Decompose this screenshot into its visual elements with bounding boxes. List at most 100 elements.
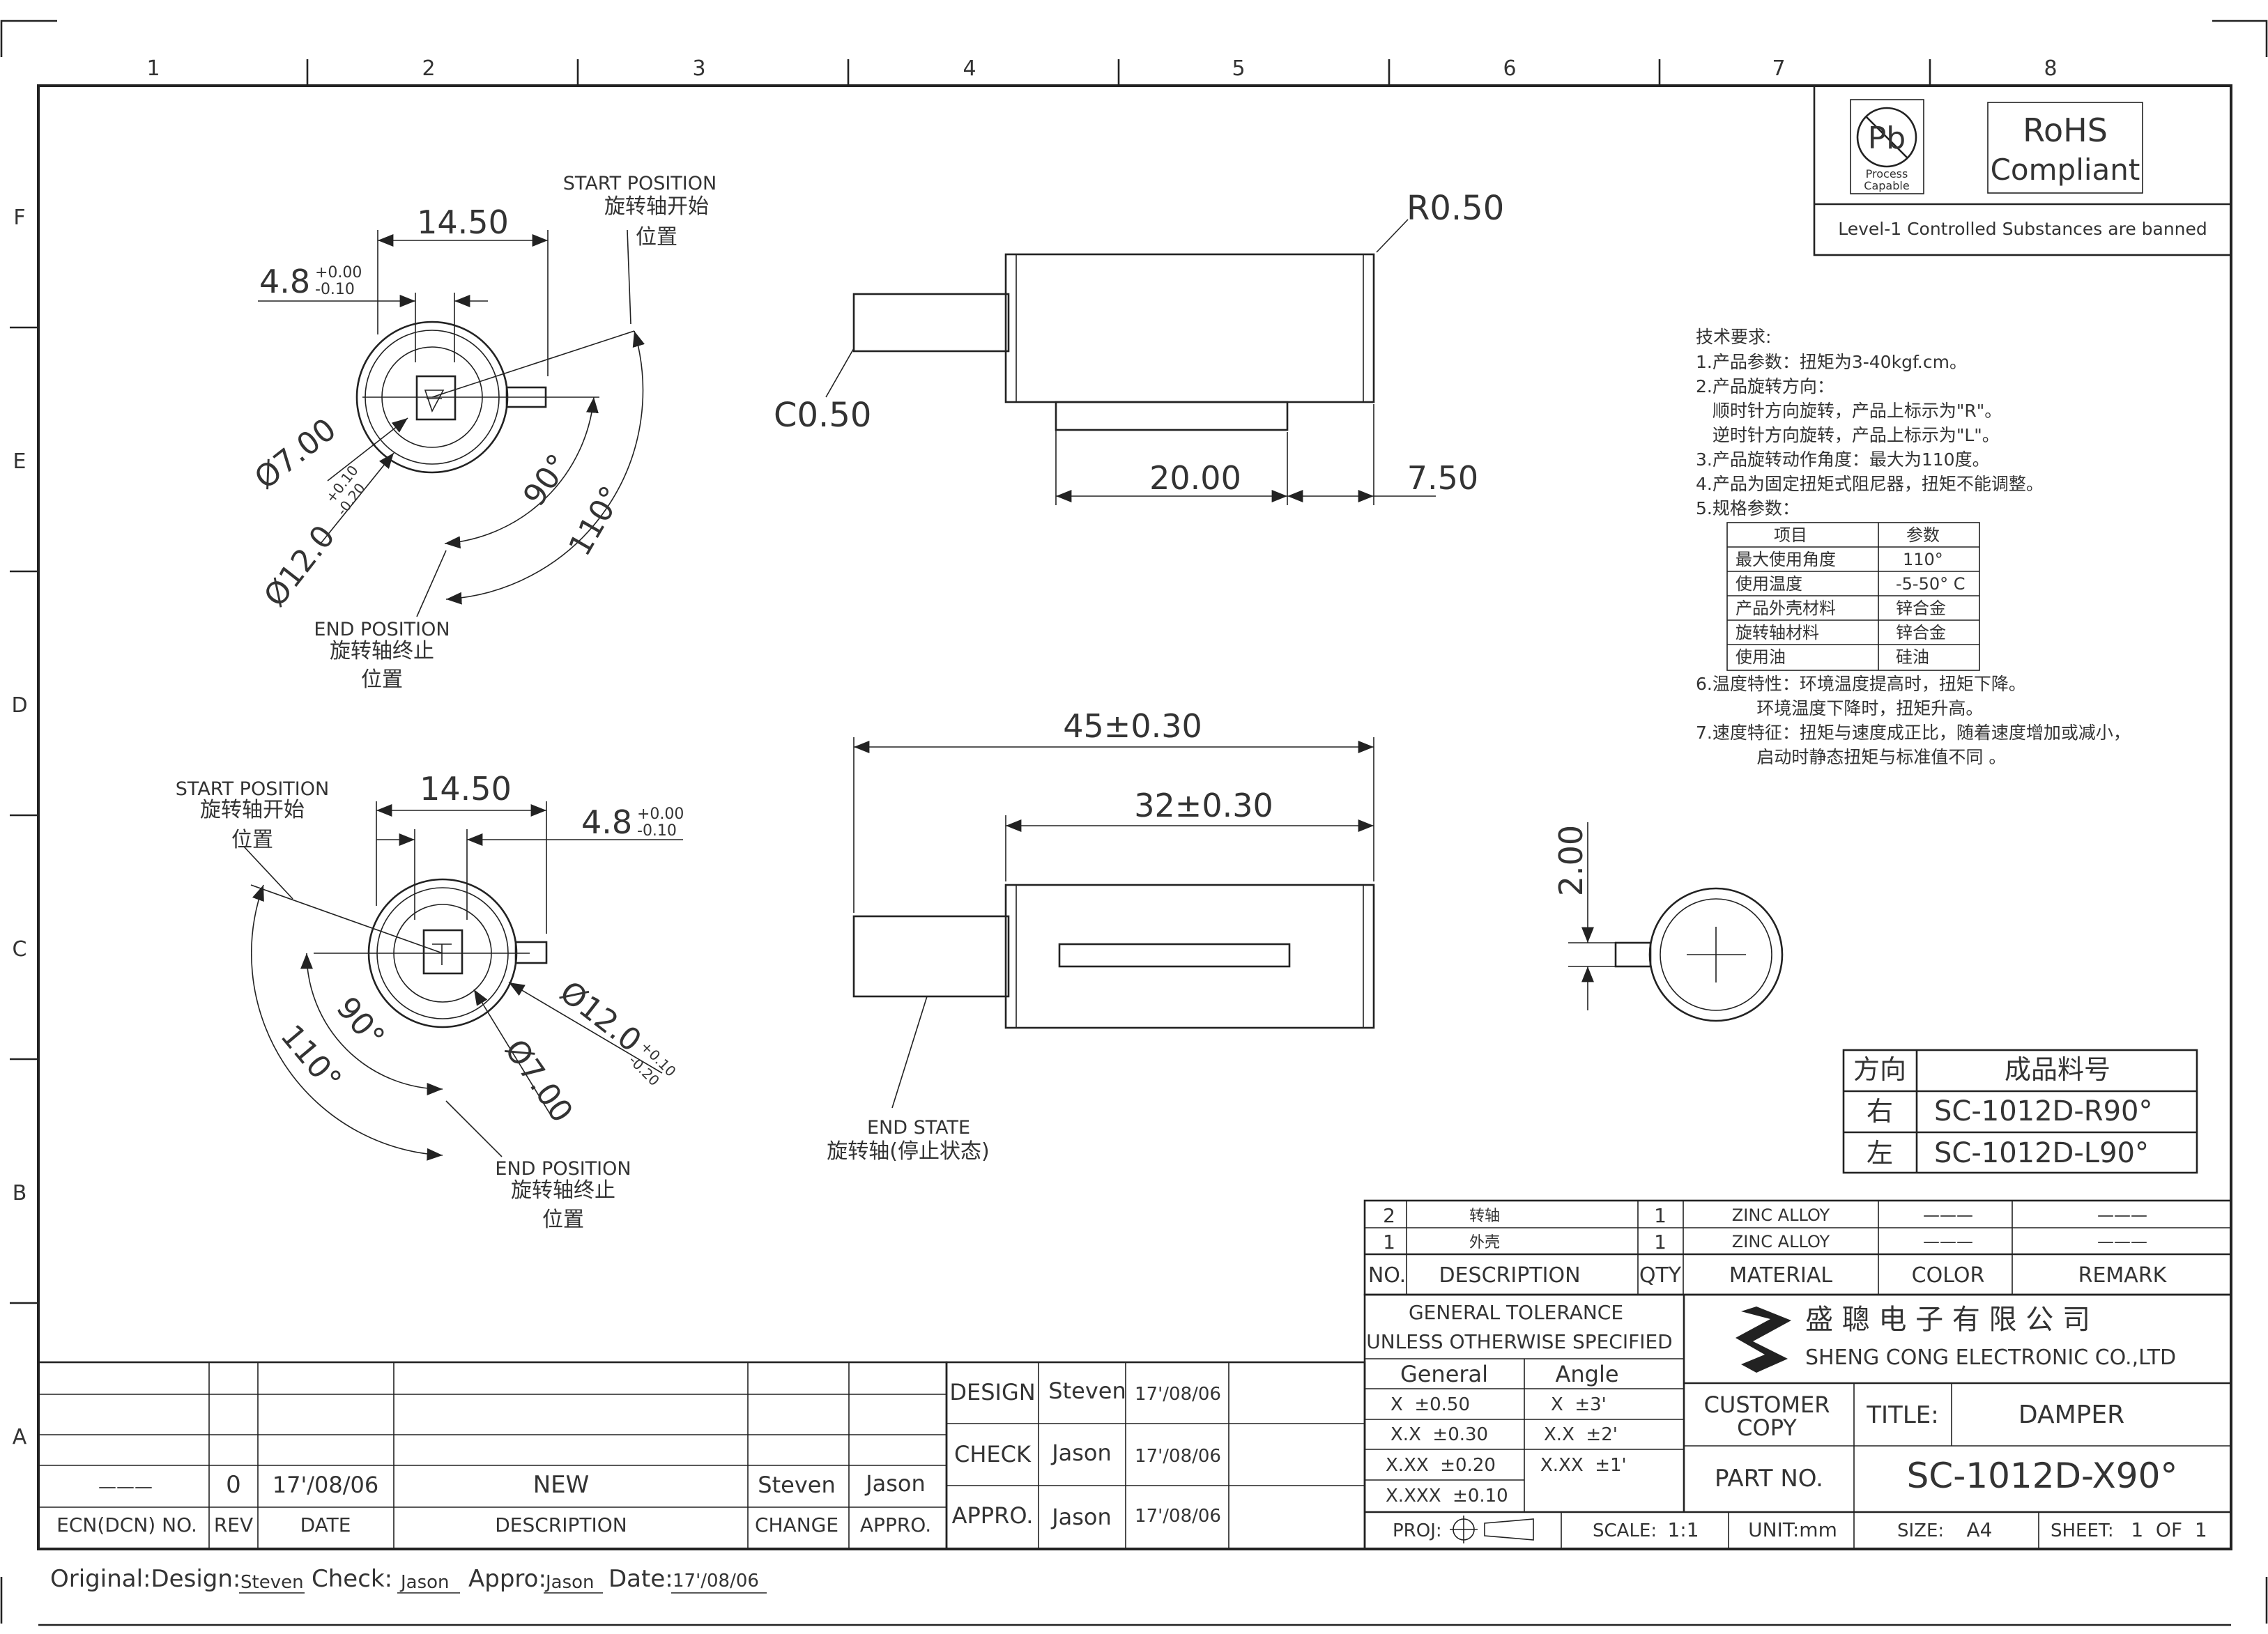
end-position-label: END POSITION xyxy=(314,619,450,640)
scale-label: SCALE: xyxy=(1593,1520,1657,1541)
direction-table: 方向 成品料号 右 SC-1012D-R90° 左 SC-1012D-L90° xyxy=(1842,1049,2198,1174)
spec-row-3-k: 产品外壳材料 xyxy=(1736,599,1836,618)
part-no-label: PART NO. xyxy=(1715,1465,1823,1493)
footer-design-label: Original:Design: xyxy=(50,1565,240,1593)
tolerance-title-1: GENERAL TOLERANCE xyxy=(1409,1301,1623,1324)
approval-role-1: DESIGN xyxy=(949,1379,1035,1405)
footer-check-label: Check: xyxy=(312,1565,392,1593)
dim-key-label: 4.8 xyxy=(259,263,310,300)
tol-g-1: X ±0.50 xyxy=(1390,1394,1470,1415)
grid-row-f: F xyxy=(13,206,25,230)
rev-h-change: CHANGE xyxy=(755,1513,838,1536)
end-position-cn1-2: 旋转轴终止 xyxy=(511,1178,615,1203)
req-item-5: 3.产品旋转动作角度：最大为110度。 xyxy=(1696,449,1990,470)
req-item-10: 7.速度特征：扭矩与速度成正比，随着速度增加或减小， xyxy=(1696,723,2131,743)
angle-110-label-2: 110° xyxy=(273,1018,348,1097)
req-heading: 技术要求: xyxy=(1696,327,1771,347)
req-item-3: 顺时针方向旋转，产品上标示为"R"。 xyxy=(1696,401,2002,421)
end-position-cn2: 位置 xyxy=(361,668,403,692)
grid-row-e: E xyxy=(13,449,26,474)
dir-row-2-dir: 左 xyxy=(1867,1138,1893,1169)
footer-date-label: Date: xyxy=(608,1565,673,1593)
rev-description: NEW xyxy=(533,1471,590,1499)
bom-h-desc: DESCRIPTION xyxy=(1439,1263,1580,1288)
dia-inner-label-2: Ø7.00 xyxy=(498,1033,580,1129)
angle-110-label: 110° xyxy=(562,480,629,562)
dim-key-tol-minus-2: -0.10 xyxy=(637,822,677,840)
angle-90-label-2: 90° xyxy=(329,990,391,1055)
pb-note-2: Capable xyxy=(1864,179,1909,192)
end-view-dim-label: 2.00 xyxy=(1552,825,1590,896)
grid-row-a: A xyxy=(13,1425,27,1449)
bom-r2-no: 1 xyxy=(1383,1231,1395,1254)
dim-width-label: 14.50 xyxy=(417,203,509,241)
bom-h-mat: MATERIAL xyxy=(1729,1263,1833,1288)
bom-h-qty: QTY xyxy=(1639,1263,1682,1288)
rohs-title: RoHS xyxy=(2023,111,2108,149)
company-name-en: SHENG CONG ELECTRONIC CO.,LTD xyxy=(1805,1346,2176,1370)
grid-row-d: D xyxy=(11,693,27,718)
bom-r2-mat: ZINC ALLOY xyxy=(1732,1232,1830,1251)
approval-date-3: 17'/08/06 xyxy=(1135,1506,1221,1527)
start-position-cn1-2: 旋转轴开始 xyxy=(200,798,305,822)
approval-block: DESIGN Steven 17'/08/06 CHECK Jason 17'/… xyxy=(945,1361,1366,1550)
bom-h-color: COLOR xyxy=(1912,1263,1985,1288)
grid-col-4: 4 xyxy=(963,56,976,81)
general-label: General xyxy=(1400,1361,1488,1387)
footer-date-value: 17'/08/06 xyxy=(673,1571,759,1591)
grid-col-1: 1 xyxy=(146,56,160,81)
footer-line: Original:Design: Steven Check: Jason App… xyxy=(50,1565,767,1594)
grid-columns: 1 2 3 4 5 6 7 8 xyxy=(146,56,2058,86)
start-position-cn2: 位置 xyxy=(636,225,677,249)
bom-h-remark: REMARK xyxy=(2078,1263,2168,1288)
req-item-6: 4.产品为固定扭矩式阻尼器，扭矩不能调整。 xyxy=(1696,474,2044,494)
spec-row-3-v: 锌合金 xyxy=(1896,599,1946,618)
spec-row-5-v: 硅油 xyxy=(1896,647,1929,667)
rohs-subtitle: Compliant xyxy=(1991,153,2140,187)
top-left-end-view: 14.50 4.8 +0.00 -0.10 Ø7.00 Ø12.0 +0.10 … xyxy=(248,173,717,692)
dim-key-tol-minus: -0.10 xyxy=(315,281,355,298)
grid-col-3: 3 xyxy=(692,56,705,81)
end-state-label: END STATE xyxy=(867,1117,970,1139)
tolerance-title-2: UNLESS OTHERWISE SPECIFIED xyxy=(1366,1330,1672,1353)
end-state-cn: 旋转轴(停止状态) xyxy=(827,1139,989,1164)
rev-number: 0 xyxy=(226,1471,241,1499)
grid-row-b: B xyxy=(13,1181,27,1205)
radius-label: R0.50 xyxy=(1407,189,1504,228)
rev-h-appro: APPRO. xyxy=(860,1513,931,1536)
crop-marks xyxy=(0,20,2268,1624)
grid-col-2: 2 xyxy=(422,56,435,81)
approval-role-2: CHECK xyxy=(954,1441,1032,1467)
spec-row-2-v: -5-50° C xyxy=(1896,574,1966,594)
rev-date: 17'/08/06 xyxy=(273,1472,379,1498)
proj-label: PROJ: xyxy=(1393,1520,1442,1541)
bom-r2-desc: 外壳 xyxy=(1469,1234,1500,1251)
top-side-view: 20.00 7.50 R0.50 C0.50 xyxy=(774,189,1504,505)
spec-row-4-k: 旋转轴材料 xyxy=(1736,623,1819,642)
body-length-label: 32±0.30 xyxy=(1134,787,1273,824)
sheet-label: SHEET: xyxy=(2051,1520,2114,1541)
req-item-2: 2.产品旋转方向： xyxy=(1696,376,1834,396)
footer-appro-value: Jason xyxy=(544,1572,595,1593)
approval-name-1: Steven xyxy=(1048,1378,1126,1404)
footer-check-value: Jason xyxy=(399,1572,450,1593)
pb-free-icon xyxy=(1856,107,1917,168)
grid-row-c: C xyxy=(13,937,27,962)
req-item-7: 5.规格参数： xyxy=(1696,498,1800,518)
rev-appro: Jason xyxy=(864,1470,926,1497)
bom-table: 2 转轴 1 ZINC ALLOY ——— ——— 1 外壳 1 ZINC AL… xyxy=(1363,1199,2232,1296)
tol-g-2: X.X ±0.30 xyxy=(1390,1424,1488,1445)
bom-h-no: NO. xyxy=(1368,1263,1406,1288)
chamfer-label: C0.50 xyxy=(774,396,871,435)
dim-7-50-label: 7.50 xyxy=(1407,459,1478,497)
bom-r1-desc: 转轴 xyxy=(1469,1208,1500,1225)
bottom-left-end-view: 14.50 4.8 +0.00 -0.10 Ø7.00 Ø12.0 +0.10 … xyxy=(176,770,684,1232)
compliance-box: Pb Process Capable RoHS Compliant Level-… xyxy=(1813,84,2232,256)
approval-date-1: 17'/08/06 xyxy=(1135,1384,1221,1405)
angle-label: Angle xyxy=(1555,1361,1618,1387)
bom-r2-remark: ——— xyxy=(2097,1232,2147,1251)
req-item-8: 6.温度特性：环境温度提高时，扭矩下降。 xyxy=(1696,674,2026,694)
footer-design-value: Steven xyxy=(240,1572,304,1593)
dim-key-label-2: 4.8 xyxy=(581,803,632,841)
title-label: TITLE: xyxy=(1866,1401,1938,1429)
